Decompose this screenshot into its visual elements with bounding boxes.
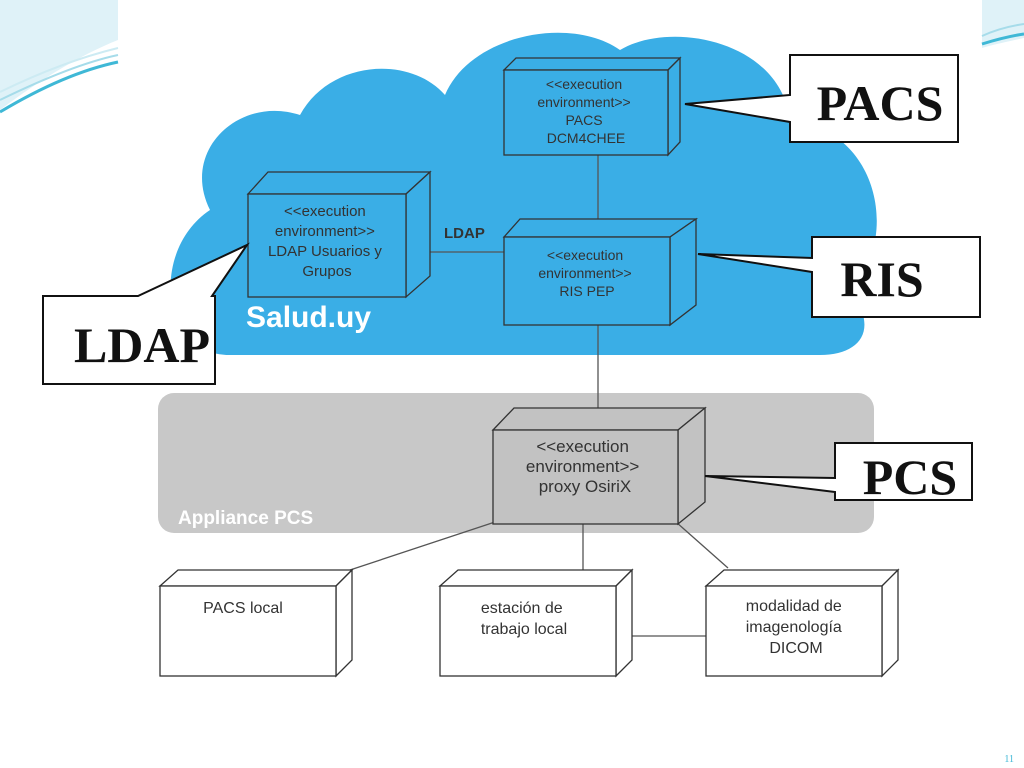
node-estacion-text: estación de trabajo local [481, 600, 567, 638]
callout-pacs-label: PACS [817, 75, 944, 131]
appliance-label: Appliance PCS [178, 508, 313, 529]
node-pacs [502, 56, 682, 157]
node-ris [502, 217, 699, 327]
node-estacion-line: trabajo local [481, 621, 567, 638]
line-proxy-modalidad [675, 521, 729, 569]
callout-ldap: LDAP [42, 242, 250, 385]
node-proxy-line: proxy OsiriX [539, 477, 632, 496]
node-proxy-line: <<execution [536, 437, 629, 456]
node-pacs-line: DCM4CHEE [547, 130, 626, 146]
decorative-swoosh-left [0, 0, 119, 114]
node-ldap [246, 170, 432, 299]
node-modalidad-line: imagenología [746, 619, 842, 636]
node-ris-line: environment>> [538, 265, 631, 281]
node-pacs-text: <<execution environment>> PACS DCM4CHEE [537, 76, 634, 146]
node-ldap-text: <<execution environment>> LDAP Usuarios … [268, 203, 386, 280]
node-pacs-local-line: PACS local [203, 600, 283, 617]
callout-ris-label: RIS [840, 251, 923, 307]
node-ris-text: <<execution environment>> RIS PEP [538, 247, 635, 299]
node-modalidad-line: modalidad de [746, 598, 842, 615]
node-proxy [491, 406, 707, 526]
page-number: 11 [1004, 754, 1014, 765]
decorative-swoosh-right [981, 0, 1024, 48]
node-pacs-local [158, 568, 354, 678]
node-ldap-line: Grupos [302, 263, 351, 280]
cloud-label: Salud.uy [246, 301, 371, 334]
line-proxy-pacs-local [349, 521, 496, 571]
node-modalidad [704, 568, 900, 678]
node-ldap-line: LDAP Usuarios y [268, 243, 382, 260]
node-pacs-line: PACS [566, 112, 603, 128]
callout-pacs: PACS [684, 54, 959, 143]
callout-pcs-label: PCS [863, 449, 957, 505]
node-pacs-local-text: PACS local [203, 600, 283, 617]
callout-pcs: PCS [704, 442, 973, 505]
node-estacion-line: estación de [481, 600, 563, 617]
node-modalidad-text: modalidad de imagenología DICOM [746, 598, 847, 657]
ldap-connector-label: LDAP [444, 225, 485, 242]
node-estacion [438, 568, 634, 678]
node-ris-line: <<execution [547, 247, 623, 263]
node-ldap-line: environment>> [275, 223, 375, 240]
node-modalidad-line: DICOM [769, 640, 822, 657]
node-ris-line: RIS PEP [559, 283, 614, 299]
node-pacs-line: environment>> [537, 94, 630, 110]
node-ldap-line: <<execution [284, 203, 366, 220]
node-pacs-line: <<execution [546, 76, 622, 92]
callout-ris: RIS [697, 236, 981, 318]
node-proxy-line: environment>> [526, 457, 639, 476]
callout-ldap-label: LDAP [74, 317, 210, 373]
node-proxy-text: <<execution environment>> proxy OsiriX [526, 437, 644, 496]
